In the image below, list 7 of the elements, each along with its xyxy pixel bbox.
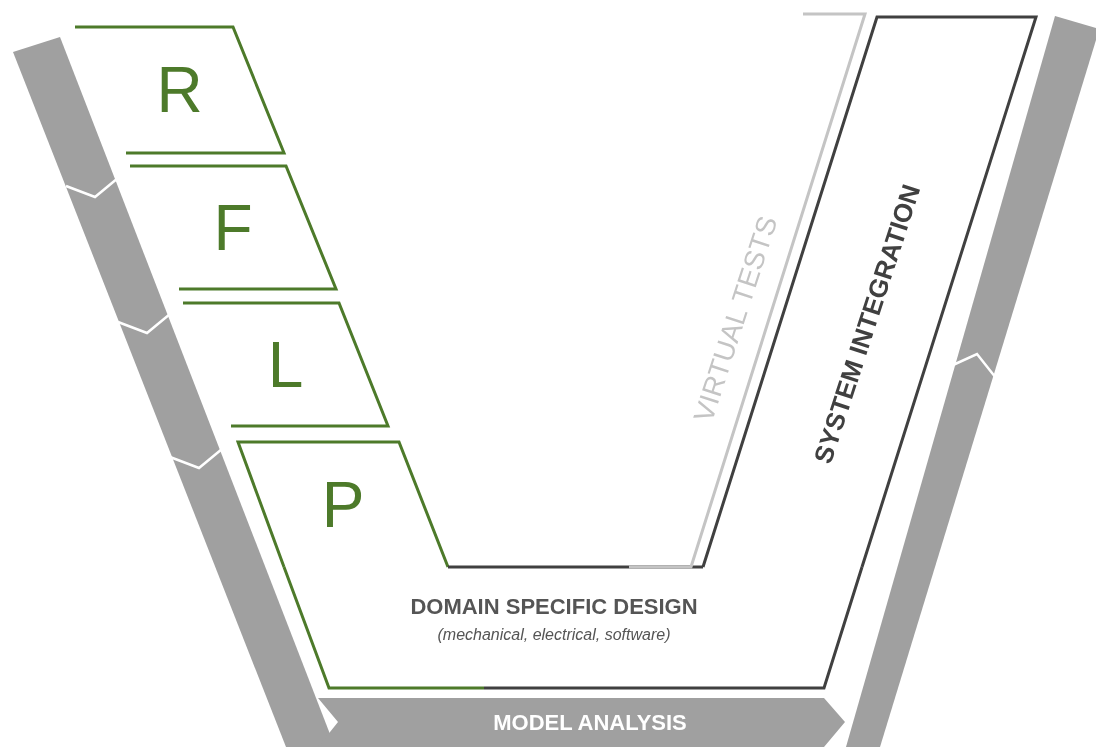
level-letter: L	[267, 332, 304, 397]
level-letter: R	[156, 58, 203, 122]
band-title: DOMAIN SPECIFIC DESIGN	[410, 593, 698, 621]
level-letter: F	[213, 195, 253, 260]
band-subtitle: (mechanical, electrical, software)	[437, 624, 671, 645]
level-letter: P	[321, 472, 365, 537]
band-title: MODEL ANALYSIS	[493, 711, 687, 734]
